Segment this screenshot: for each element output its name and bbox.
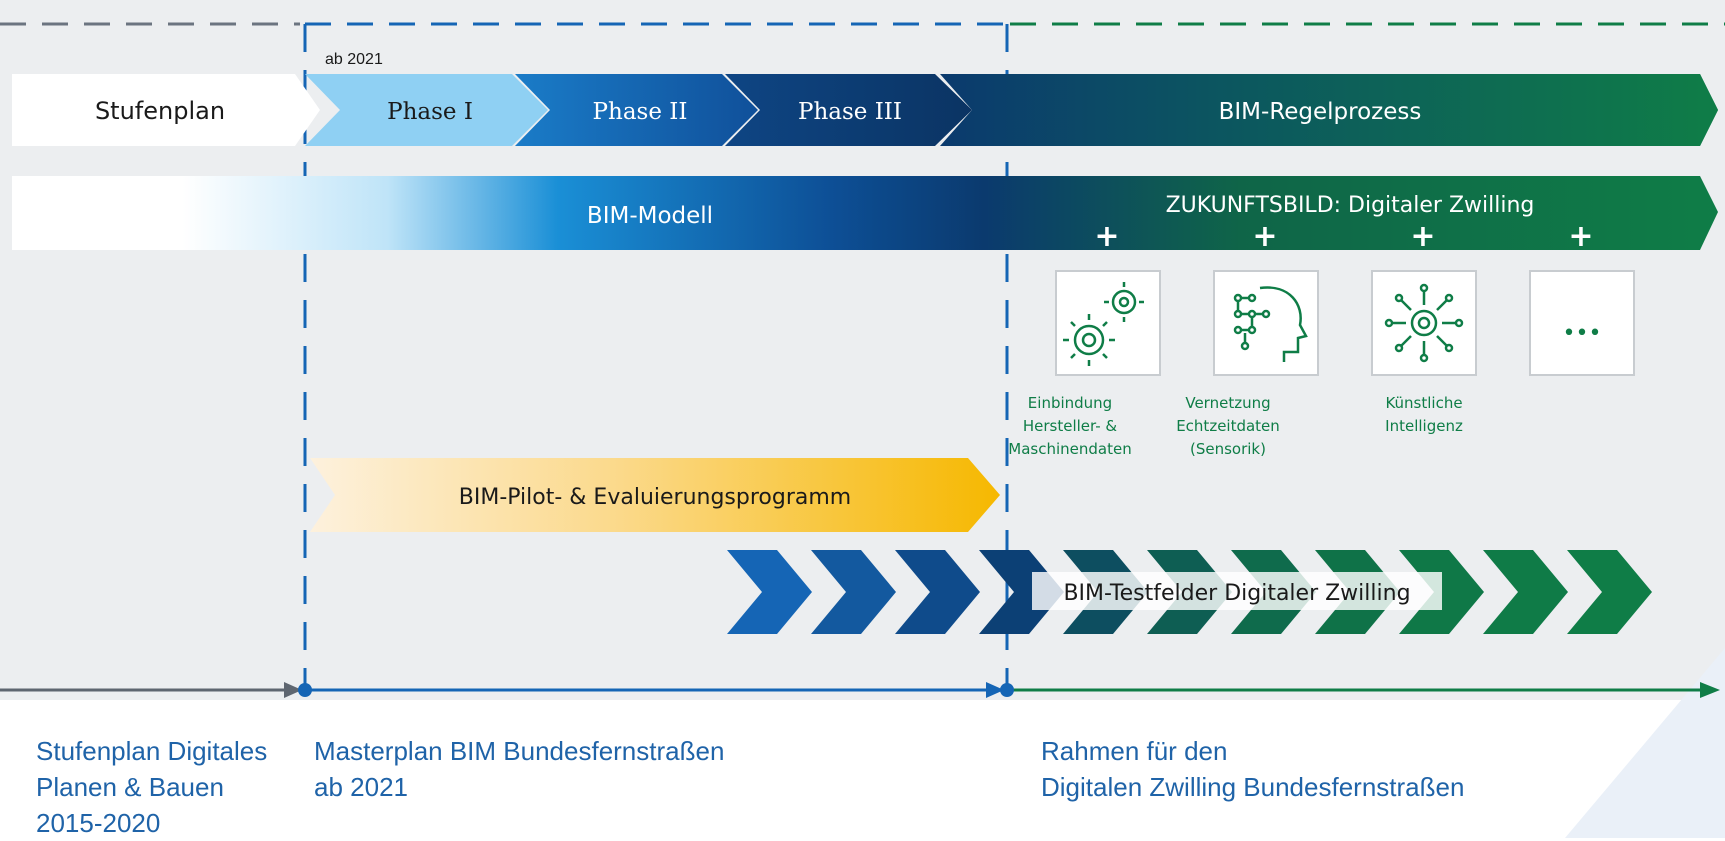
chevron-navy-1 — [979, 550, 1064, 634]
phase-3-arrow — [725, 74, 972, 146]
regelprozess-label: BIM-Regelprozess — [1219, 99, 1422, 125]
chevron-green-5 — [1567, 550, 1652, 634]
caption-line: Masterplan BIM Bundesfernstraßen — [314, 736, 725, 766]
ai-circuit-icon — [1384, 283, 1464, 363]
phase-1-arrow — [305, 74, 548, 146]
head-network-icon — [1233, 286, 1308, 362]
caption-line: Stufenplan Digitales — [36, 736, 268, 766]
plus-sign-2: + — [1252, 219, 1277, 254]
chevron-blue-2 — [811, 550, 896, 634]
capability-manufacturer-data: Einbindung Hersteller- & Maschinendaten — [1008, 270, 1161, 458]
bim-modell-label: BIM-Modell — [587, 203, 713, 229]
phase-3-label: Phase III — [798, 99, 902, 125]
regelprozess-arrow — [940, 74, 1718, 146]
pilot-program-label: BIM-Pilot- & Evaluierungsprogramm — [459, 485, 851, 510]
phase-1-label: Phase I — [387, 99, 473, 125]
chevron-blue-3 — [895, 550, 980, 634]
capability-label-line: Künstliche — [1385, 394, 1462, 412]
caption-stufenplan: Stufenplan Digitales Planen & Bauen 2015… — [36, 733, 267, 841]
plus-sign-1: + — [1094, 219, 1119, 254]
caption-rahmen: Rahmen für den Digitalen Zwilling Bundes… — [1041, 733, 1464, 805]
caption-line: 2015-2020 — [36, 808, 161, 838]
chevron-green-4 — [1483, 550, 1568, 634]
plus-sign-4: + — [1568, 219, 1593, 254]
caption-line: Digitalen Zwilling Bundesfernstraßen — [1041, 772, 1465, 802]
bim-modell-bar — [12, 176, 1718, 250]
ellipsis-icon: ••• — [1563, 321, 1602, 346]
capability-label-line: Intelligenz — [1385, 417, 1463, 435]
phase-2-label: Phase II — [593, 99, 688, 125]
capability-artificial-intelligence: Künstliche Intelligenz — [1371, 270, 1477, 435]
testfelder-label-background — [1032, 572, 1442, 610]
marker-ab-2021: ab 2021 — [325, 51, 383, 68]
testfelder-label: BIM-Testfelder Digitaler Zwilling — [1063, 581, 1410, 606]
zukunftsbild-label: ZUKUNFTSBILD: Digitaler Zwilling — [1166, 193, 1535, 218]
capability-realtime-data: Vernetzung Echtzeitdaten (Sensorik) — [1176, 270, 1319, 458]
diagram-canvas: ab 2021 Stufenplan Phase I Phase II Phas… — [0, 22, 1725, 698]
stufenplan-label: Stufenplan — [95, 97, 225, 125]
timeline-point-zwilling — [1000, 683, 1014, 697]
caption-masterplan: Masterplan BIM Bundesfernstraßen ab 2021 — [314, 733, 724, 805]
capability-label-line: (Sensorik) — [1190, 440, 1266, 458]
timeline-arrowhead-grey — [284, 682, 302, 698]
pilot-program-arrow — [310, 458, 1000, 532]
capability-label-line: Hersteller- & — [1023, 417, 1118, 435]
capability-label-line: Maschinendaten — [1008, 440, 1131, 458]
gears-icon — [1063, 282, 1144, 366]
caption-line: ab 2021 — [314, 772, 408, 802]
plus-sign-3: + — [1410, 219, 1435, 254]
caption-line: Planen & Bauen — [36, 772, 224, 802]
capability-label-line: Einbindung — [1028, 394, 1112, 412]
phase-2-arrow — [515, 74, 758, 146]
timeline-arrowhead-blue — [986, 682, 1004, 698]
timeline-point-2021 — [298, 683, 312, 697]
caption-line: Rahmen für den — [1041, 736, 1228, 766]
capability-more: ••• — [1529, 270, 1635, 376]
stufenplan-arrow — [12, 74, 320, 146]
capability-label-line: Vernetzung — [1185, 394, 1270, 412]
chevron-blue-1 — [727, 550, 812, 634]
corner-decoration — [1565, 648, 1725, 838]
timeline-arrowhead-green — [1700, 682, 1720, 698]
capability-label-line: Echtzeitdaten — [1176, 417, 1280, 435]
